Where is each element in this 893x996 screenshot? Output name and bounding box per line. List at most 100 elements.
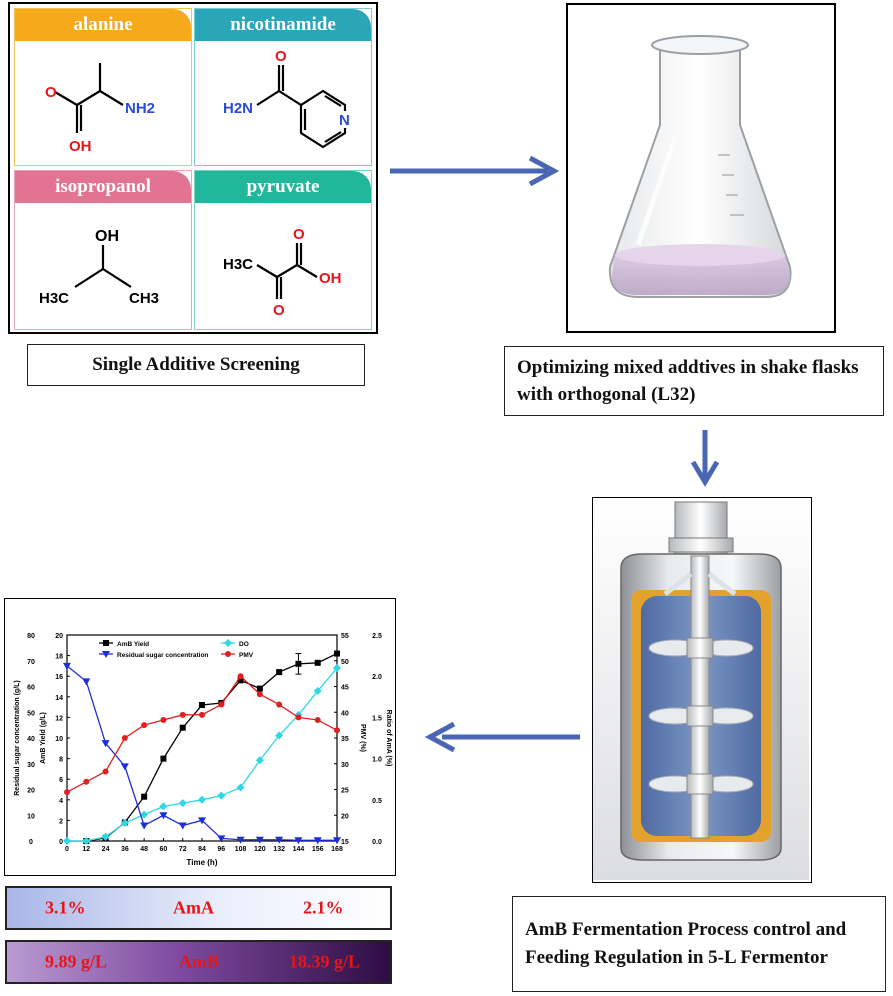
x-tick-label: 156 (312, 846, 324, 853)
arrow-down (690, 430, 720, 487)
do-point (333, 663, 341, 672)
legend-marker-do (224, 639, 232, 647)
right-inner-tick-label: 20 (341, 813, 349, 820)
left-outer-tick-label: 60 (27, 685, 35, 692)
left-outer-tick-label: 10 (27, 813, 35, 820)
legend-marker-pmv (225, 651, 231, 657)
pmv-point (83, 778, 90, 785)
residual-sugar-concentration-point (313, 837, 322, 845)
pyruvate-cell: pyruvate H3C O O OH (194, 170, 372, 330)
right-inner-tick-label: 45 (341, 685, 349, 692)
pyruvate-h3c-label: H3C (223, 256, 253, 273)
alanine-nh2-label: NH2 (125, 100, 155, 117)
left-outer-tick-label: 0 (29, 839, 33, 846)
amb-yield-point (256, 685, 263, 692)
right-inner-tick-label: 30 (341, 762, 349, 769)
pyruvate-oh-label: OH (319, 270, 342, 287)
pmv-point (334, 727, 340, 734)
amb-yield-point (141, 793, 148, 800)
pyruvate-tab: pyruvate (195, 171, 371, 203)
x-tick-label: 84 (198, 846, 206, 853)
nicotinamide-cell: nicotinamide O H2N N (194, 8, 372, 166)
right-outer-tick-label: 1.0 (372, 757, 382, 764)
residual-sugar-concentration-point (140, 822, 149, 830)
right-inner-tick-label: 50 (341, 659, 349, 666)
x-tick-label: 168 (331, 846, 343, 853)
residual-sugar-concentration-point (236, 836, 245, 844)
nicotinamide-n-bg (338, 111, 352, 128)
nicotinamide-o-label: O (275, 48, 287, 65)
left-outer-tick-label: 80 (27, 633, 35, 640)
right-inner-tick-label: 15 (341, 839, 349, 846)
left-inner-axis-label: AmB Yield (g/L) (40, 712, 47, 764)
amb-yield-point (237, 677, 244, 684)
isopropanol-oh-label: OH (95, 228, 119, 245)
amb-yield-point (199, 702, 205, 709)
ama-left-value: 3.1% (45, 897, 86, 918)
alanine-oh-label: OH (69, 138, 92, 155)
pmv-point (141, 722, 148, 729)
left-inner-tick-label: 14 (55, 695, 63, 702)
residual-sugar-concentration-point (217, 835, 226, 843)
residual-sugar-concentration-point (159, 812, 168, 820)
pmv-point (199, 711, 205, 718)
fermentor-frame (592, 497, 812, 883)
left-inner-tick-label: 8 (59, 757, 63, 764)
right-inner-tick-label: 25 (341, 788, 349, 795)
residual-sugar-concentration-point (63, 662, 71, 670)
do-point (217, 791, 226, 800)
do-point (275, 731, 284, 740)
do-line (67, 667, 338, 842)
residual-sugar-concentration-point (198, 817, 206, 825)
ama-right-value: 2.1% (303, 897, 344, 918)
x-tick-label: 60 (160, 846, 168, 853)
x-tick-label: 108 (235, 846, 247, 853)
left-outer-axis-label: Residual sugar concentration (g/L) (14, 680, 21, 796)
single-additive-screening-label: Single Additive Screening (27, 344, 365, 386)
amb-yield-point (179, 724, 186, 731)
amb-yield-line (86, 652, 338, 842)
arrow-left (424, 722, 580, 752)
right-outer-tick-label: 0.0 (372, 839, 382, 846)
legend-label-do: DO (239, 641, 249, 648)
left-inner-tick-label: 2 (59, 818, 63, 825)
nicotinamide-n-label: N (339, 112, 350, 129)
do-point (313, 687, 322, 696)
residual-sugar-concentration-point (101, 740, 110, 748)
alanine-o-label: O (45, 84, 57, 101)
right-inner-tick-label: 35 (341, 736, 349, 743)
ama-label: AmA (173, 897, 214, 918)
alanine-cell: alanine O OH NH2 (14, 8, 192, 166)
isopropanol-cell: isopropanol OH H3C CH3 (14, 170, 192, 330)
pmv-point (160, 716, 167, 723)
amb-yield-bar: 9.89 g/L AmB 18.39 g/L (5, 940, 392, 984)
right-outer-tick-label: 0.5 (372, 798, 382, 805)
right-inner-tick-label: 40 (341, 710, 349, 717)
left-inner-tick-label: 16 (55, 674, 63, 681)
x-tick-label: 72 (179, 846, 187, 853)
x-tick-label: 12 (82, 846, 90, 853)
isopropanol-ch3-label: CH3 (129, 290, 159, 307)
amb-right-value: 18.39 g/L (289, 951, 361, 972)
isopropanol-structure: OH H3C CH3 (39, 228, 159, 307)
residual-sugar-concentration-point (333, 837, 341, 845)
legend-label-pmv: PMV (239, 652, 254, 659)
pmv-point (314, 716, 321, 723)
right-inner-tick-label: 55 (341, 633, 349, 640)
x-tick-label: 36 (121, 846, 129, 853)
fermentation-label: AmB Fermentation Process control and Fee… (512, 896, 886, 992)
right-outer-axis-label: Ratio of AmA (%) (385, 710, 392, 767)
residual-sugar-concentration-point (255, 836, 264, 844)
flask-photo-frame (566, 3, 836, 333)
amb-label: AmB (179, 951, 219, 972)
left-outer-tick-label: 20 (27, 788, 35, 795)
do-point (120, 818, 129, 827)
nicotinamide-structure: O H2N N (223, 48, 352, 149)
pyruvate-structure: H3C O O OH (223, 226, 342, 319)
x-tick-label: 48 (140, 846, 148, 853)
ama-ratio-bar: 3.1% AmA 2.1% (5, 886, 392, 930)
residual-sugar-concentration-point (178, 822, 187, 830)
amb-yield-point (314, 659, 321, 666)
do-point (159, 802, 168, 811)
